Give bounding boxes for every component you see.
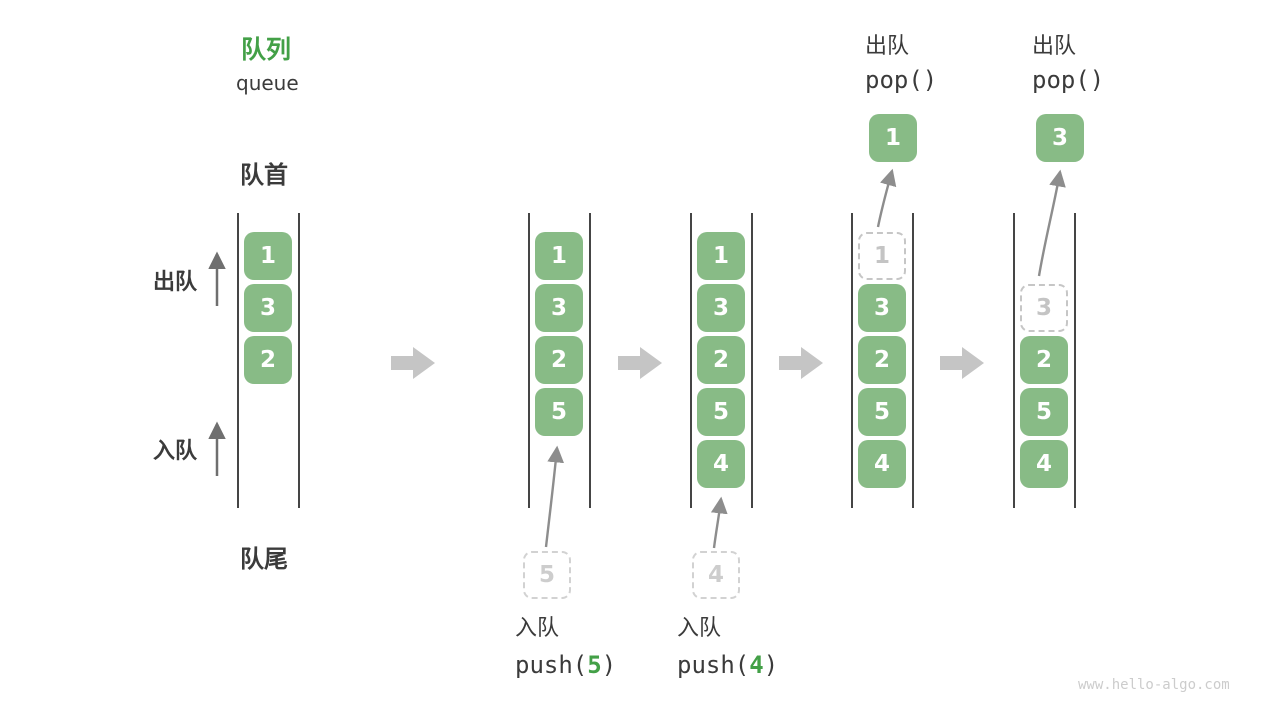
dequeued-slot-ghost: 1 bbox=[858, 232, 906, 280]
dequeue-action-label: 出队 bbox=[865, 34, 910, 59]
queue-rail-left bbox=[1013, 213, 1015, 508]
dequeue-action-label: 出队 bbox=[1032, 34, 1077, 59]
queue-item-box: 5 bbox=[697, 388, 745, 436]
label-dequeue-side: 出队 bbox=[153, 270, 198, 295]
queue-item-box: 2 bbox=[1020, 336, 1068, 384]
label-queue-rear: 队尾 bbox=[240, 545, 288, 573]
watermark: www.hello-algo.com bbox=[1078, 677, 1230, 693]
queue-item-box: 2 bbox=[858, 336, 906, 384]
queue-item-box: 2 bbox=[244, 336, 292, 384]
queue-item-box: 1 bbox=[697, 232, 745, 280]
queue-item-box: 3 bbox=[535, 284, 583, 332]
enqueue-code-label: push(5) bbox=[515, 651, 617, 679]
queue-item-box: 2 bbox=[697, 336, 745, 384]
queue-item-box: 4 bbox=[858, 440, 906, 488]
queue-item-box: 3 bbox=[858, 284, 906, 332]
queue-rail-right bbox=[751, 213, 753, 508]
enqueue-arrow-push5 bbox=[544, 445, 565, 548]
dequeue-arrow-pop3 bbox=[1037, 169, 1066, 277]
dequeue-code-label: pop() bbox=[1032, 66, 1105, 94]
queue-item-box: 4 bbox=[1020, 440, 1068, 488]
diagram-title-zh: 队列 bbox=[241, 35, 292, 64]
popped-item-box: 1 bbox=[869, 114, 917, 162]
queue-item-box: 5 bbox=[1020, 388, 1068, 436]
dequeue-arrow-pop1 bbox=[876, 168, 897, 228]
queue-item-box: 3 bbox=[697, 284, 745, 332]
pending-item-ghost: 5 bbox=[523, 551, 571, 599]
enqueue-code-label: push(4) bbox=[677, 651, 779, 679]
queue-rail-right bbox=[912, 213, 914, 508]
queue-item-box: 4 bbox=[697, 440, 745, 488]
queue-item-box: 5 bbox=[535, 388, 583, 436]
queue-rail-left bbox=[237, 213, 239, 508]
queue-rail-left bbox=[690, 213, 692, 508]
queue-item-box: 2 bbox=[535, 336, 583, 384]
queue-rail-left bbox=[528, 213, 530, 508]
queue-item-box: 1 bbox=[535, 232, 583, 280]
popped-item-box: 3 bbox=[1036, 114, 1084, 162]
enqueue-action-label: 入队 bbox=[515, 616, 560, 641]
pending-item-ghost: 4 bbox=[692, 551, 740, 599]
diagram-title-en: queue bbox=[236, 71, 299, 95]
queue-rail-right bbox=[1074, 213, 1076, 508]
label-queue-front: 队首 bbox=[240, 161, 288, 189]
queue-rail-right bbox=[298, 213, 300, 508]
stage-arrow-icon bbox=[779, 347, 823, 379]
enqueue-action-label: 入队 bbox=[677, 616, 722, 641]
queue-item-box: 1 bbox=[244, 232, 292, 280]
queue-item-box: 5 bbox=[858, 388, 906, 436]
stage-arrow-icon bbox=[618, 347, 662, 379]
stage-arrow-icon bbox=[391, 347, 435, 379]
stage-arrow-icon bbox=[940, 347, 984, 379]
queue-rail-right bbox=[589, 213, 591, 508]
queue-item-box: 3 bbox=[244, 284, 292, 332]
enqueue-arrow-push4 bbox=[710, 496, 728, 549]
queue-rail-left bbox=[851, 213, 853, 508]
dequeue-code-label: pop() bbox=[865, 66, 938, 94]
label-enqueue-side: 入队 bbox=[153, 439, 198, 464]
dequeued-slot-ghost: 3 bbox=[1020, 284, 1068, 332]
